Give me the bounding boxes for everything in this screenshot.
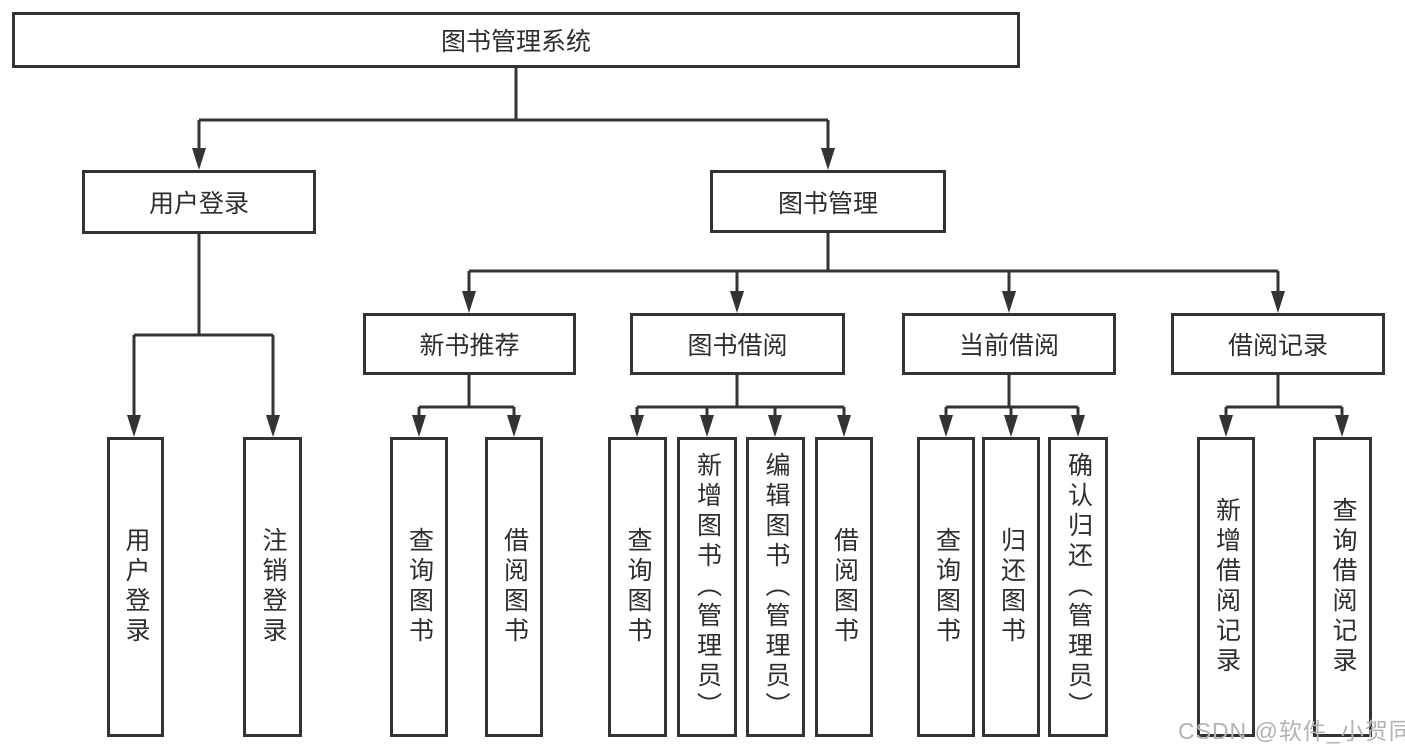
arrow-down-icon [768, 415, 782, 437]
leaf-borrowing-query-books: 查询图书 [608, 437, 667, 737]
leaf-label: 新增图书（管理员） [693, 452, 722, 722]
leaf-logout: 注销登录 [243, 437, 302, 737]
connector-borrow-records [1224, 375, 1344, 419]
branch-user-login: 用户登录 [82, 170, 316, 234]
arrow-down-icon [266, 415, 280, 437]
arrow-down-icon [939, 415, 953, 437]
node-root-system: 图书管理系统 [12, 12, 1020, 68]
arrow-down-icon [1002, 291, 1016, 313]
leaf-return-book: 归还图书 [982, 437, 1040, 737]
leaf-label: 用户登录 [122, 527, 150, 647]
leaf-label: 注销登录 [259, 527, 287, 647]
leaf-newbook-query-books: 查询图书 [390, 437, 448, 737]
leaf-label: 编辑图书（管理员） [762, 452, 790, 722]
leaf-confirm-return-admin: 确认归还（管理员） [1048, 437, 1108, 737]
branch-book-management: 图书管理 [710, 170, 946, 233]
node-borrowing-records: 借阅记录 [1171, 313, 1385, 375]
leaf-label: 查询借阅记录 [1329, 497, 1357, 677]
connector-current-borrow [944, 375, 1080, 419]
arrow-down-icon [192, 148, 206, 170]
leaf-add-book-admin: 新增图书（管理员） [677, 437, 737, 737]
leaf-user-login: 用户登录 [107, 437, 164, 737]
connector-root [197, 68, 830, 152]
leaf-label: 借阅图书 [830, 527, 859, 647]
arrow-down-icon [821, 148, 835, 170]
arrow-down-icon [412, 415, 426, 437]
arrow-down-icon [700, 415, 714, 437]
arrow-down-icon [507, 415, 521, 437]
connector-user-login [132, 234, 275, 419]
arrow-down-icon [1219, 415, 1233, 437]
leaf-label: 归还图书 [997, 527, 1026, 647]
leaf-label: 借阅图书 [500, 527, 529, 647]
arrow-down-icon [630, 415, 644, 437]
leaf-label: 查询图书 [405, 527, 434, 647]
leaf-label: 确认归还（管理员） [1064, 452, 1093, 722]
connector-new-book [417, 375, 516, 419]
node-book-borrowing: 图书借阅 [630, 313, 845, 375]
arrow-down-icon [1071, 415, 1085, 437]
node-current-borrowing: 当前借阅 [902, 313, 1116, 375]
leaf-newbook-borrow-books: 借阅图书 [485, 437, 543, 737]
leaf-query-borrow-record: 查询借阅记录 [1313, 437, 1372, 737]
arrow-down-icon [730, 291, 744, 313]
leaf-borrow-book: 借阅图书 [815, 437, 873, 737]
leaf-current-query-books: 查询图书 [917, 437, 975, 737]
leaf-edit-book-admin: 编辑图书（管理员） [746, 437, 805, 737]
leaf-label: 查询图书 [932, 527, 961, 647]
arrow-down-icon [127, 415, 141, 437]
leaf-label: 查询图书 [624, 527, 652, 647]
leaf-add-borrow-record: 新增借阅记录 [1197, 437, 1255, 737]
arrow-down-icon [1271, 291, 1285, 313]
node-new-book-recommendation: 新书推荐 [363, 313, 576, 375]
arrow-down-icon [462, 291, 476, 313]
connector-book-management [467, 233, 1280, 295]
arrow-down-icon [837, 415, 851, 437]
leaf-label: 新增借阅记录 [1212, 497, 1241, 677]
arrow-down-icon [1004, 415, 1018, 437]
arrowhead-icons [127, 148, 1349, 437]
arrow-down-icon [1335, 415, 1349, 437]
connector-book-borrow [635, 375, 846, 419]
watermark: CSDN @软件_小贺同学 [1178, 718, 1405, 744]
